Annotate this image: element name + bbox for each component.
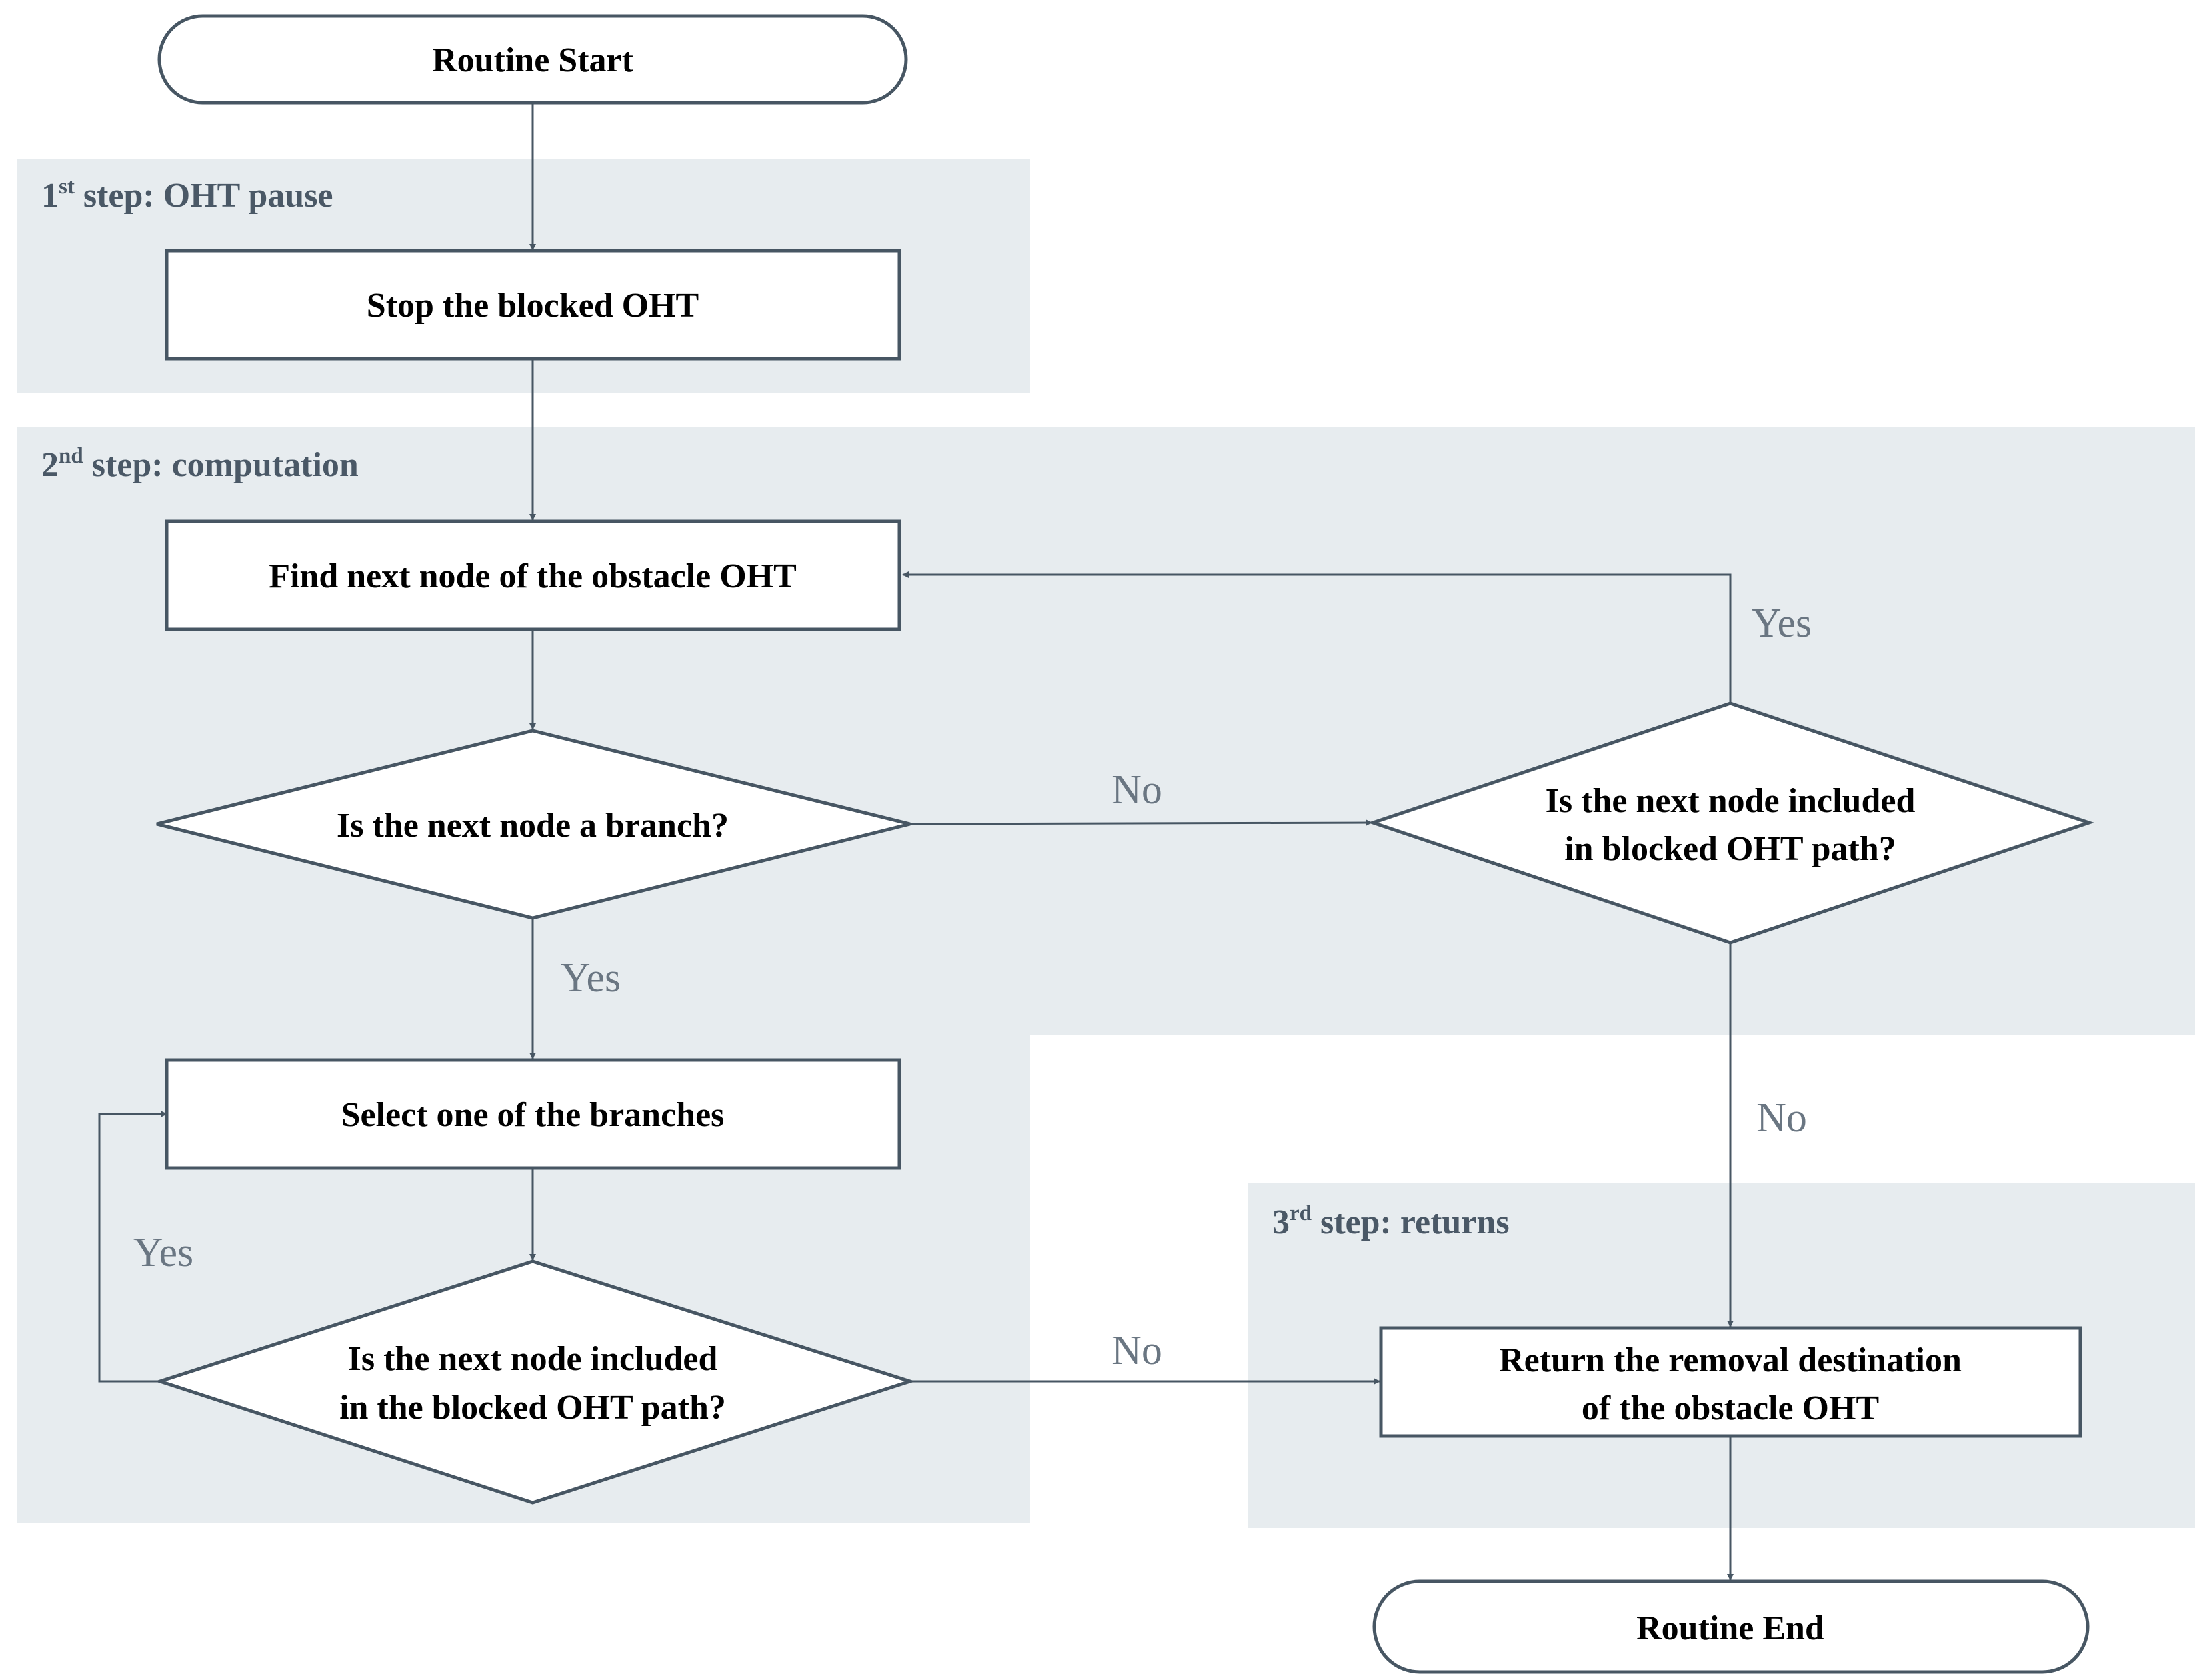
edge-label-blocked-no: No xyxy=(1112,1328,1162,1373)
blocked-path-decision xyxy=(154,1259,916,1505)
included-decision xyxy=(1368,701,2094,945)
step2-label: 2nd step: computation xyxy=(41,444,359,484)
start-label: Routine Start xyxy=(432,41,634,79)
stop-blocked-oht-box xyxy=(165,249,901,361)
edge-blocked-yes xyxy=(98,1111,167,1383)
edge-label-included-no: No xyxy=(1756,1095,1807,1141)
end-terminal xyxy=(1372,1579,2090,1674)
step1-label: 1st step: OHT pause xyxy=(41,175,333,215)
blocked-path-decision-label-line1: Is the next node included xyxy=(348,1340,718,1378)
select-branch-label: Select one of the branches xyxy=(341,1096,725,1134)
edge-included-yes xyxy=(902,571,1732,703)
end-label: Routine End xyxy=(1636,1609,1824,1647)
edge-label-included-yes: Yes xyxy=(1752,601,1812,646)
branch-decision xyxy=(156,729,911,920)
edge-label-branch-yes: Yes xyxy=(561,955,621,1001)
branch-decision-label: Is the next node a branch? xyxy=(337,807,729,845)
step3-label: 3rd step: returns xyxy=(1272,1201,1510,1241)
return-destination-label-line1: Return the removal destination xyxy=(1499,1341,1962,1379)
stop-blocked-oht-label: Stop the blocked OHT xyxy=(367,287,699,325)
select-branch-box xyxy=(165,1058,901,1170)
included-decision-label-line2: in blocked OHT path? xyxy=(1564,830,1896,868)
edge-label-branch-no: No xyxy=(1112,767,1162,813)
start-terminal xyxy=(157,14,908,105)
find-next-node-box xyxy=(165,519,901,631)
return-destination-label-line2: of the obstacle OHT xyxy=(1582,1389,1879,1427)
edge-label-blocked-yes: Yes xyxy=(133,1230,193,1275)
step2-region xyxy=(17,427,2195,1523)
included-decision-label-line1: Is the next node included xyxy=(1546,782,1916,820)
edge-branch-no xyxy=(909,819,1372,827)
find-next-node-label: Find next node of the obstacle OHT xyxy=(269,557,797,595)
return-destination-box xyxy=(1379,1326,2082,1438)
blocked-path-decision-label-line2: in the blocked OHT path? xyxy=(339,1389,726,1427)
